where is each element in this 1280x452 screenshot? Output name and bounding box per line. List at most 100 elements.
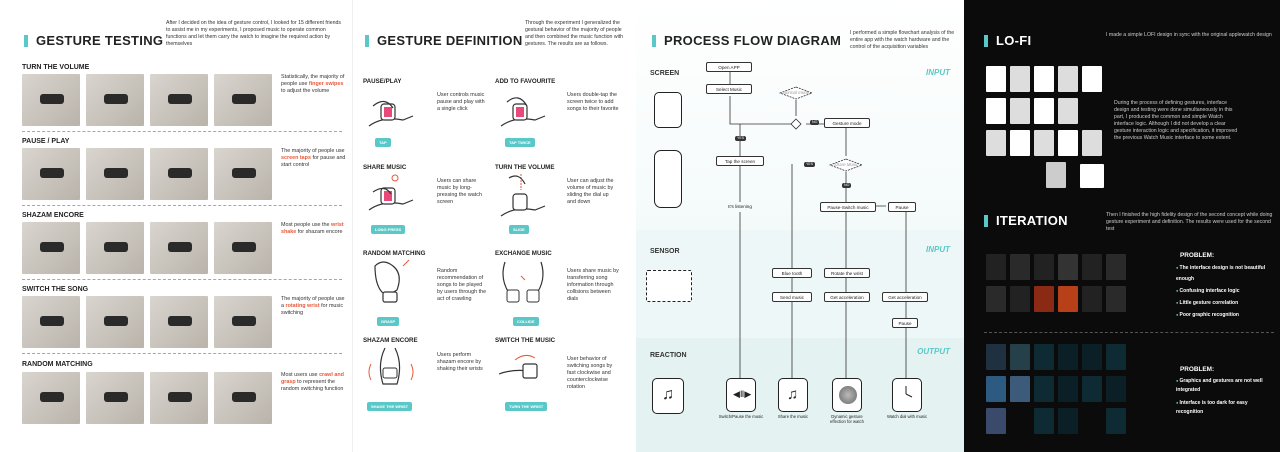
flow-node-bluetooth: Blue tooth [772,268,812,278]
lofi-title: LO-FI [996,33,1032,48]
screen-thumb [1058,376,1078,402]
flow-node-open-app: Open APP [706,62,752,72]
test-photo [22,148,80,200]
test-photo [214,222,272,274]
band-label: SCREEN [650,70,680,77]
test-photo [22,74,80,126]
double-tap-gesture-icon [500,97,546,127]
test-photo [150,74,208,126]
io-label: INPUT [926,245,950,254]
gesture-badge: LONG PRESS [371,225,406,234]
test-photo [86,74,144,126]
flow-yes-tag: YES [804,162,816,167]
wireframe-thumb [1034,130,1054,156]
screen-thumb [1010,376,1030,402]
gesture-text: User behavior of switching songs by fast… [567,356,613,390]
screen-thumb [1082,344,1102,370]
screen-thumb [986,376,1006,402]
gesture-title: SWITCH THE MUSIC [495,337,556,344]
reaction-label: Dynamic gesture effection for watch [830,414,864,424]
wireframe-thumb [1082,66,1102,92]
problem-item: Graphics and gestures are not well integ… [1176,376,1272,395]
gesture-text: Users double-tap the screen twice to add… [567,92,619,112]
row-description: Most users use crawl and grasp to repres… [281,372,344,392]
problem-item: Interface is too dark for easy recogniti… [1176,398,1272,417]
gesture-text: User can adjust the volume of music by s… [567,178,614,205]
screen-thumb [986,254,1006,280]
band-label: SENSOR [650,248,680,255]
row-divider [22,353,342,354]
flow-node-pause: Pause [892,318,918,328]
accent-mark [652,35,656,47]
flow-no-tag: NO [810,120,820,125]
screen-thumb [1082,254,1102,280]
gesture-badge: GRASP [377,317,400,326]
section-divider [984,332,1274,333]
gesture-text: Users share music by transferring song i… [567,268,619,302]
test-photo [86,372,144,424]
screen-thumb [1082,286,1102,312]
screen-thumb [1010,254,1030,280]
lofi-description: During the process of defining gestures,… [1114,100,1238,141]
screen-thumb [1034,376,1054,402]
row-title: SHAZAM ENCORE [22,212,84,219]
problem-item: Little gesture correlation [1176,297,1272,309]
wireframe-thumb [1082,130,1102,156]
gesture-badge: TAP [375,138,391,147]
screen-thumb [986,344,1006,370]
iteration-intro: Then I finished the high fidelity design… [1106,212,1273,232]
screen-thumb [986,408,1006,434]
problem-item: Poor graphic recognition [1176,309,1272,321]
row-title: SWITCH THE SONG [22,286,89,293]
row-description: Statistically, the majority of people us… [281,74,345,94]
test-photo [86,296,144,348]
watch-dial-icon [892,378,922,412]
gesture-title: SHAZAM ENCORE [363,337,418,344]
row-divider [22,279,342,280]
row-title: PAUSE / PLAY [22,138,70,145]
dynamic-effect-watch-icon [832,378,862,412]
reaction-label: Watch dial with music [886,414,928,419]
gesture-badge: COLLIDE [513,317,539,326]
test-photo [86,148,144,200]
screen-thumb [1034,344,1054,370]
gesture-badge: TAP TWICE [505,138,535,147]
flow-node-pause: Pause [888,202,916,212]
watch-device-icon [654,92,682,128]
effect-orb-icon [839,386,857,404]
row-divider [22,131,342,132]
wireframe-thumb [1010,66,1030,92]
flow-node-rotate-wrist: Rotate the wrist [824,268,870,278]
collide-gesture-icon [502,261,544,303]
process-flow-panel: PROCESS FLOW DIAGRAM I performed a simpl… [636,0,964,452]
screen-thumb [986,286,1006,312]
wireframe-thumb [986,98,1006,124]
gesture-title: EXCHANGE MUSIC [495,250,552,257]
gesture-badge: SLIDE [509,225,529,234]
wireframe-thumb [1010,130,1030,156]
gesture-title: ADD TO FAVOURITE [495,78,556,85]
wireframe-thumb [1058,66,1078,92]
flow-node-select-music: Select Music [706,84,752,94]
screen-thumb [1034,286,1054,312]
flow-title: PROCESS FLOW DIAGRAM [664,33,842,48]
testing-intro: After I decided on the idea of gesture c… [166,20,341,47]
play-pause-icon: ◀Ⅱ▶ [733,389,752,399]
flow-node-listening: It's listening [728,204,752,209]
test-photo [150,372,208,424]
screen-thumb [1106,376,1126,402]
gesture-badge: SHAKE THE WRIST [367,402,413,411]
definition-intro: Through the experiment I generalized the… [525,20,624,47]
flow-decision-diamond [790,118,802,130]
row-description: The majority of people use screen taps f… [281,148,346,168]
definition-title: GESTURE DEFINITION [377,33,523,48]
problem-title: PROBLEM: [1180,366,1215,373]
screen-thumb [1034,408,1054,434]
screen-thumb [1010,286,1030,312]
row-divider [22,205,342,206]
long-press-gesture-icon [368,174,414,211]
testing-title: GESTURE TESTING [36,33,164,48]
flow-node-gesture-mode: Gesture mode [824,118,870,128]
gesture-text: Users perform shazam encore by shaking t… [437,352,483,372]
row-title: RANDOM MATCHING [22,361,93,368]
